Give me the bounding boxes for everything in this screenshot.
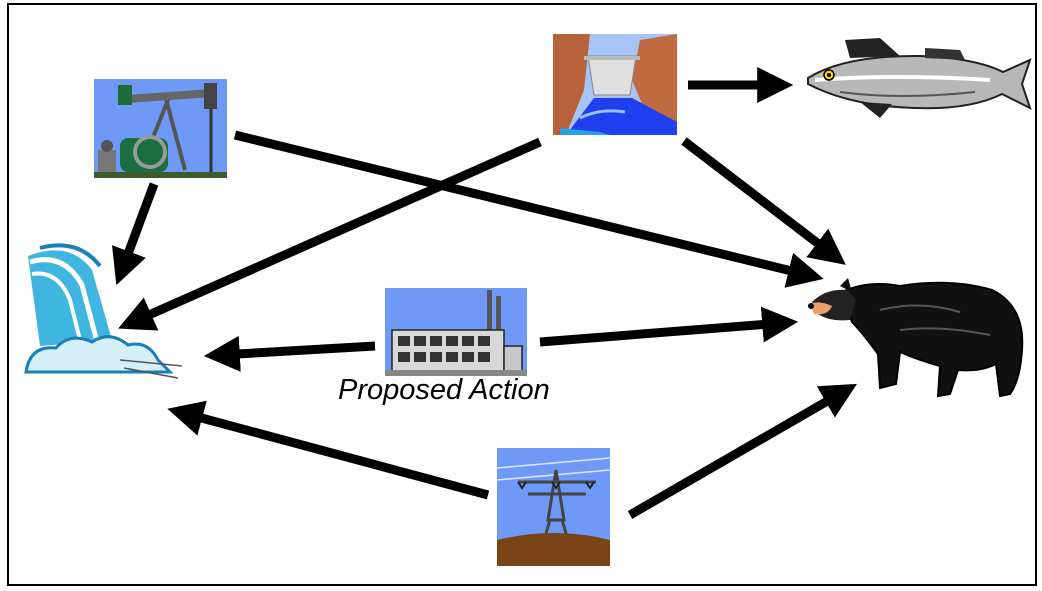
proposed-action-label: Proposed Action bbox=[338, 374, 550, 406]
arrow-oil-to-bear bbox=[233, 130, 824, 288]
power-line-icon bbox=[496, 448, 611, 566]
arrow-powerline-to-bear bbox=[627, 383, 858, 519]
waterfall-icon bbox=[24, 243, 183, 379]
oil-pump-icon bbox=[94, 79, 227, 178]
arrow-factory-to-waterfall bbox=[203, 335, 376, 372]
arrows bbox=[112, 67, 858, 519]
arrow-powerline-to-waterfall bbox=[167, 400, 490, 500]
bear-icon bbox=[808, 278, 1024, 398]
arrow-factory-to-bear bbox=[539, 306, 799, 347]
dam-icon bbox=[553, 34, 677, 135]
factory-icon bbox=[385, 288, 527, 376]
arrow-dam-to-bear bbox=[681, 137, 846, 265]
fish-icon bbox=[807, 38, 1032, 118]
arrow-dam-to-waterfall bbox=[118, 137, 542, 331]
arrow-oil-to-waterfall bbox=[112, 182, 159, 286]
